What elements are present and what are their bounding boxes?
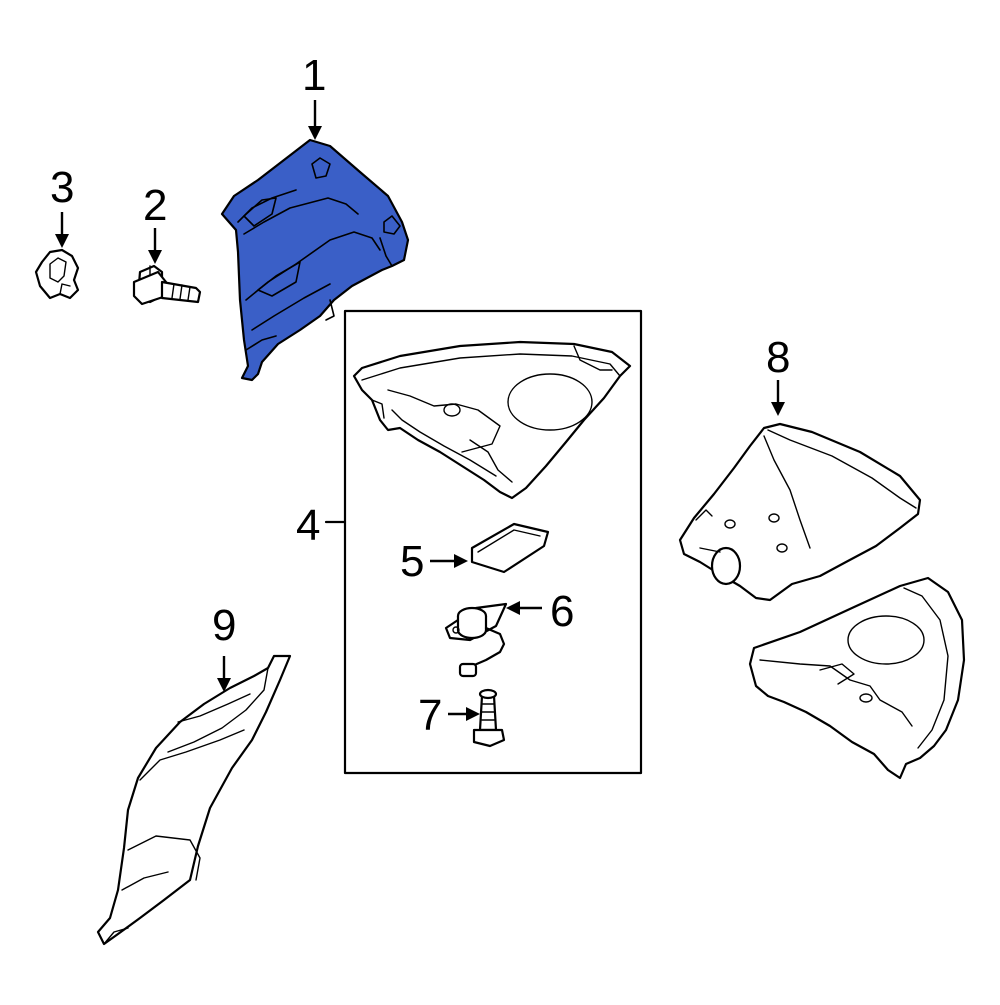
part-6-sensor[interactable] bbox=[444, 602, 508, 678]
part-5-pad[interactable] bbox=[470, 522, 550, 574]
part-9-pillar-trim[interactable] bbox=[96, 654, 292, 946]
callout-6: 6 bbox=[550, 587, 575, 636]
part-2-bolt[interactable] bbox=[132, 264, 202, 306]
callout-9: 9 bbox=[212, 601, 237, 650]
part-8-panel[interactable] bbox=[678, 422, 966, 780]
group-4-box bbox=[343, 309, 643, 775]
callout-3: 3 bbox=[50, 163, 75, 212]
callout-4: 4 bbox=[296, 501, 321, 550]
callout-arrows bbox=[55, 100, 785, 721]
callout-5: 5 bbox=[400, 537, 425, 586]
part-4-panel[interactable] bbox=[352, 340, 632, 500]
callout-7: 7 bbox=[418, 691, 443, 740]
callout-2: 2 bbox=[143, 181, 168, 230]
part-7-bolt[interactable] bbox=[472, 688, 506, 748]
part-3-clip[interactable] bbox=[34, 248, 80, 300]
callout-1: 1 bbox=[302, 51, 327, 100]
callout-8: 8 bbox=[766, 333, 791, 382]
part-1-trim-panel[interactable] bbox=[220, 138, 410, 382]
